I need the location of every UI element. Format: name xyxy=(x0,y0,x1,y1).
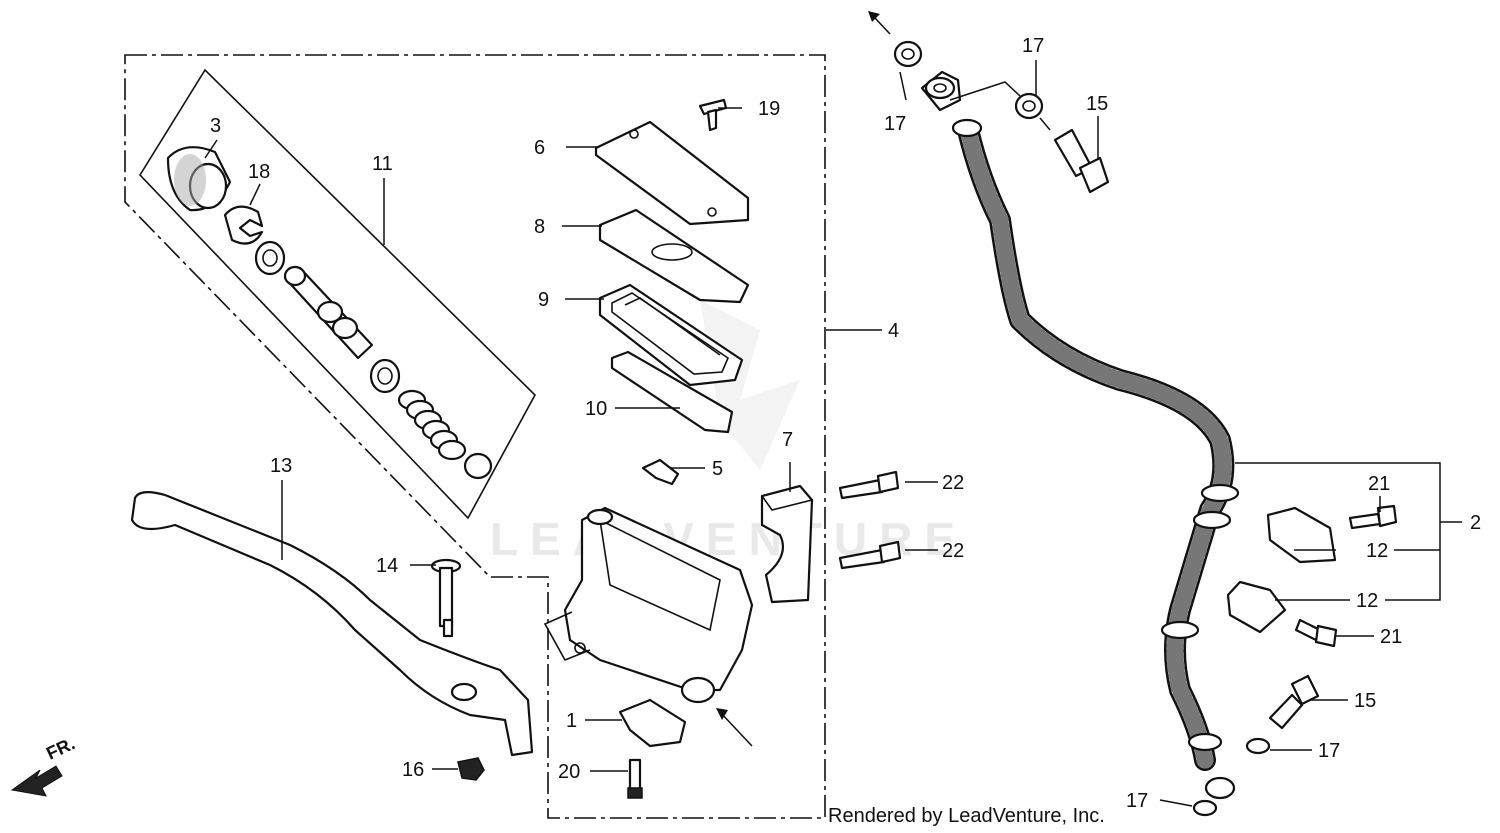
hose-fitting-c xyxy=(1160,620,1200,640)
callout-4: 4 xyxy=(888,320,899,342)
spring xyxy=(397,389,467,461)
callout-22-upper: 22 xyxy=(942,472,964,494)
part-3-boot xyxy=(166,146,232,212)
up-arrow-icon xyxy=(868,11,891,35)
part-8-plate xyxy=(598,208,750,304)
forward-arrow-icon xyxy=(10,765,63,797)
piston-assembly xyxy=(254,240,401,394)
callout-18: 18 xyxy=(248,161,270,183)
hose-fitting-a xyxy=(1200,483,1240,503)
part-10-gasket xyxy=(610,350,734,434)
part-15-bolt-lower xyxy=(1268,674,1320,730)
part-13-lever xyxy=(130,491,534,757)
callout-19: 19 xyxy=(758,98,780,120)
lever-pivot-hole xyxy=(450,682,478,702)
credit-text: Rendered by LeadVenture, Inc. xyxy=(828,805,1105,827)
callout-7: 7 xyxy=(782,429,793,451)
callout-22-lower: 22 xyxy=(942,540,964,562)
callout-17-top-right: 17 xyxy=(1022,35,1044,57)
flow-arrow-line xyxy=(719,711,753,747)
callout-17-top-left: 17 xyxy=(884,113,906,135)
callout-6: 6 xyxy=(534,137,545,159)
washer-17-bottom xyxy=(1192,799,1218,817)
master-cylinder-body xyxy=(543,506,754,704)
callout-10: 10 xyxy=(585,398,607,420)
flow-arrow-head xyxy=(716,708,728,720)
callout-14: 14 xyxy=(376,555,398,577)
part-18-circlip xyxy=(223,205,264,245)
callout-17-lower: 17 xyxy=(1318,740,1340,762)
hose-fitting-b xyxy=(1192,510,1232,530)
banjo-upper xyxy=(920,70,962,112)
washer-17-top-right xyxy=(1014,92,1044,120)
assembly-outline xyxy=(124,54,826,819)
part-15-bolt-upper xyxy=(1053,128,1110,194)
callout-13: 13 xyxy=(270,455,292,477)
part-22-bolt-upper xyxy=(838,470,900,500)
part-1-switch xyxy=(618,698,687,748)
part-16-nut xyxy=(457,757,485,781)
leader-lines xyxy=(204,60,1462,807)
callout-12-upper: 12 xyxy=(1366,540,1388,562)
part-21-bolt-upper xyxy=(1348,504,1398,530)
callout-12-lower: 12 xyxy=(1356,590,1378,612)
callout-17-bottom: 17 xyxy=(1126,790,1148,812)
callout-5: 5 xyxy=(712,458,723,480)
part-12-clamp-lower xyxy=(1226,580,1287,634)
part-9-diaphragm xyxy=(598,283,744,387)
piston-end-washer xyxy=(463,452,493,480)
callout-8: 8 xyxy=(534,216,545,238)
washer-17-lower xyxy=(1245,737,1271,755)
brake-hose xyxy=(957,119,1235,771)
banjo-lower xyxy=(1204,776,1236,800)
part-19-screw xyxy=(698,98,728,132)
piston-kit-box xyxy=(138,68,536,520)
part-14-pivot-bolt xyxy=(430,558,462,638)
callout-11: 11 xyxy=(372,153,393,175)
hose-fitting-upper xyxy=(951,118,983,138)
callout-9: 9 xyxy=(538,289,549,311)
part-21-bolt-lower xyxy=(1294,618,1338,648)
direction-label: FR. xyxy=(43,733,78,763)
part-12-clamp-upper xyxy=(1266,506,1337,564)
hose-fitting-d xyxy=(1187,732,1223,752)
callout-21-lower: 21 xyxy=(1380,626,1402,648)
washer-17-top-left xyxy=(893,40,923,68)
part-6-cover xyxy=(594,120,750,226)
callout-15-upper: 15 xyxy=(1086,93,1108,115)
callout-1: 1 xyxy=(566,710,577,732)
callout-3: 3 xyxy=(210,115,221,137)
callout-15-lower: 15 xyxy=(1354,690,1376,712)
part-7-holder xyxy=(760,484,814,604)
part-20-screw xyxy=(627,758,643,799)
callout-20: 20 xyxy=(558,761,580,783)
part-5-clip xyxy=(641,458,680,486)
callout-21-upper: 21 xyxy=(1368,473,1390,495)
callout-2: 2 xyxy=(1470,512,1481,534)
part-22-bolt-lower xyxy=(838,540,902,570)
callout-16: 16 xyxy=(402,759,424,781)
watermark-logo xyxy=(700,300,800,470)
